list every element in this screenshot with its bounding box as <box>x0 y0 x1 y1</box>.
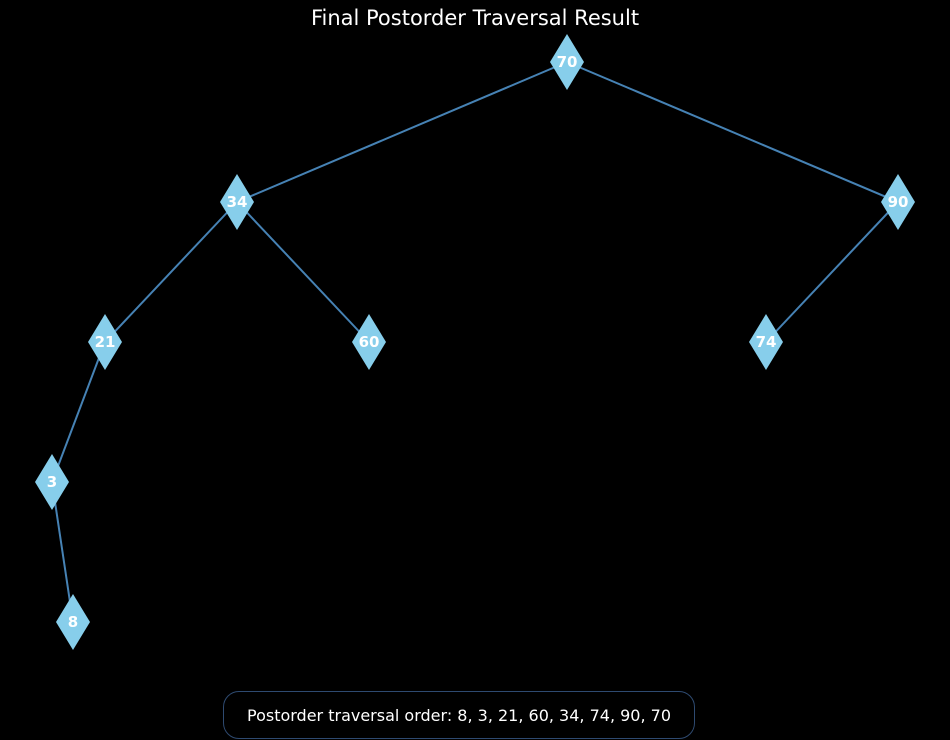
tree-edge-n90-n74 <box>765 201 899 343</box>
tree-edge-n34-n60 <box>236 201 370 343</box>
node-diamond-shape <box>35 454 69 510</box>
tree-node-90: 90 <box>881 174 915 230</box>
node-label: 8 <box>68 613 78 631</box>
edge-layer <box>51 61 899 623</box>
tree-node-8: 8 <box>56 594 90 650</box>
node-diamond-shape <box>220 174 254 230</box>
node-label: 60 <box>359 333 380 351</box>
traversal-order-box: Postorder traversal order: 8, 3, 21, 60,… <box>223 691 695 739</box>
node-diamond-shape <box>749 314 783 370</box>
diagram-title: Final Postorder Traversal Result <box>310 6 640 30</box>
node-label: 70 <box>557 53 578 71</box>
tree-edge-n3-n8 <box>51 481 74 623</box>
tree-edge-n70-n90 <box>566 61 899 203</box>
node-label: 74 <box>756 333 777 351</box>
tree-edge-n70-n34 <box>236 61 568 203</box>
node-diamond-shape <box>881 174 915 230</box>
node-diamond-shape <box>352 314 386 370</box>
tree-node-60: 60 <box>352 314 386 370</box>
tree-edge-n34-n21 <box>104 201 238 343</box>
node-diamond-shape <box>550 34 584 90</box>
node-diamond-shape <box>88 314 122 370</box>
tree-edge-n21-n3 <box>51 341 106 483</box>
tree-node-21: 21 <box>88 314 122 370</box>
traversal-order-text: Postorder traversal order: 8, 3, 21, 60,… <box>246 706 672 725</box>
node-label: 34 <box>227 193 248 211</box>
node-layer: 70 34 90 21 60 74 3 8 <box>35 34 915 650</box>
tree-node-70: 70 <box>550 34 584 90</box>
tree-node-34: 34 <box>220 174 254 230</box>
node-label: 90 <box>888 193 909 211</box>
tree-node-74: 74 <box>749 314 783 370</box>
node-label: 21 <box>95 333 116 351</box>
node-diamond-shape <box>56 594 90 650</box>
tree-node-3: 3 <box>35 454 69 510</box>
node-label: 3 <box>47 473 57 491</box>
